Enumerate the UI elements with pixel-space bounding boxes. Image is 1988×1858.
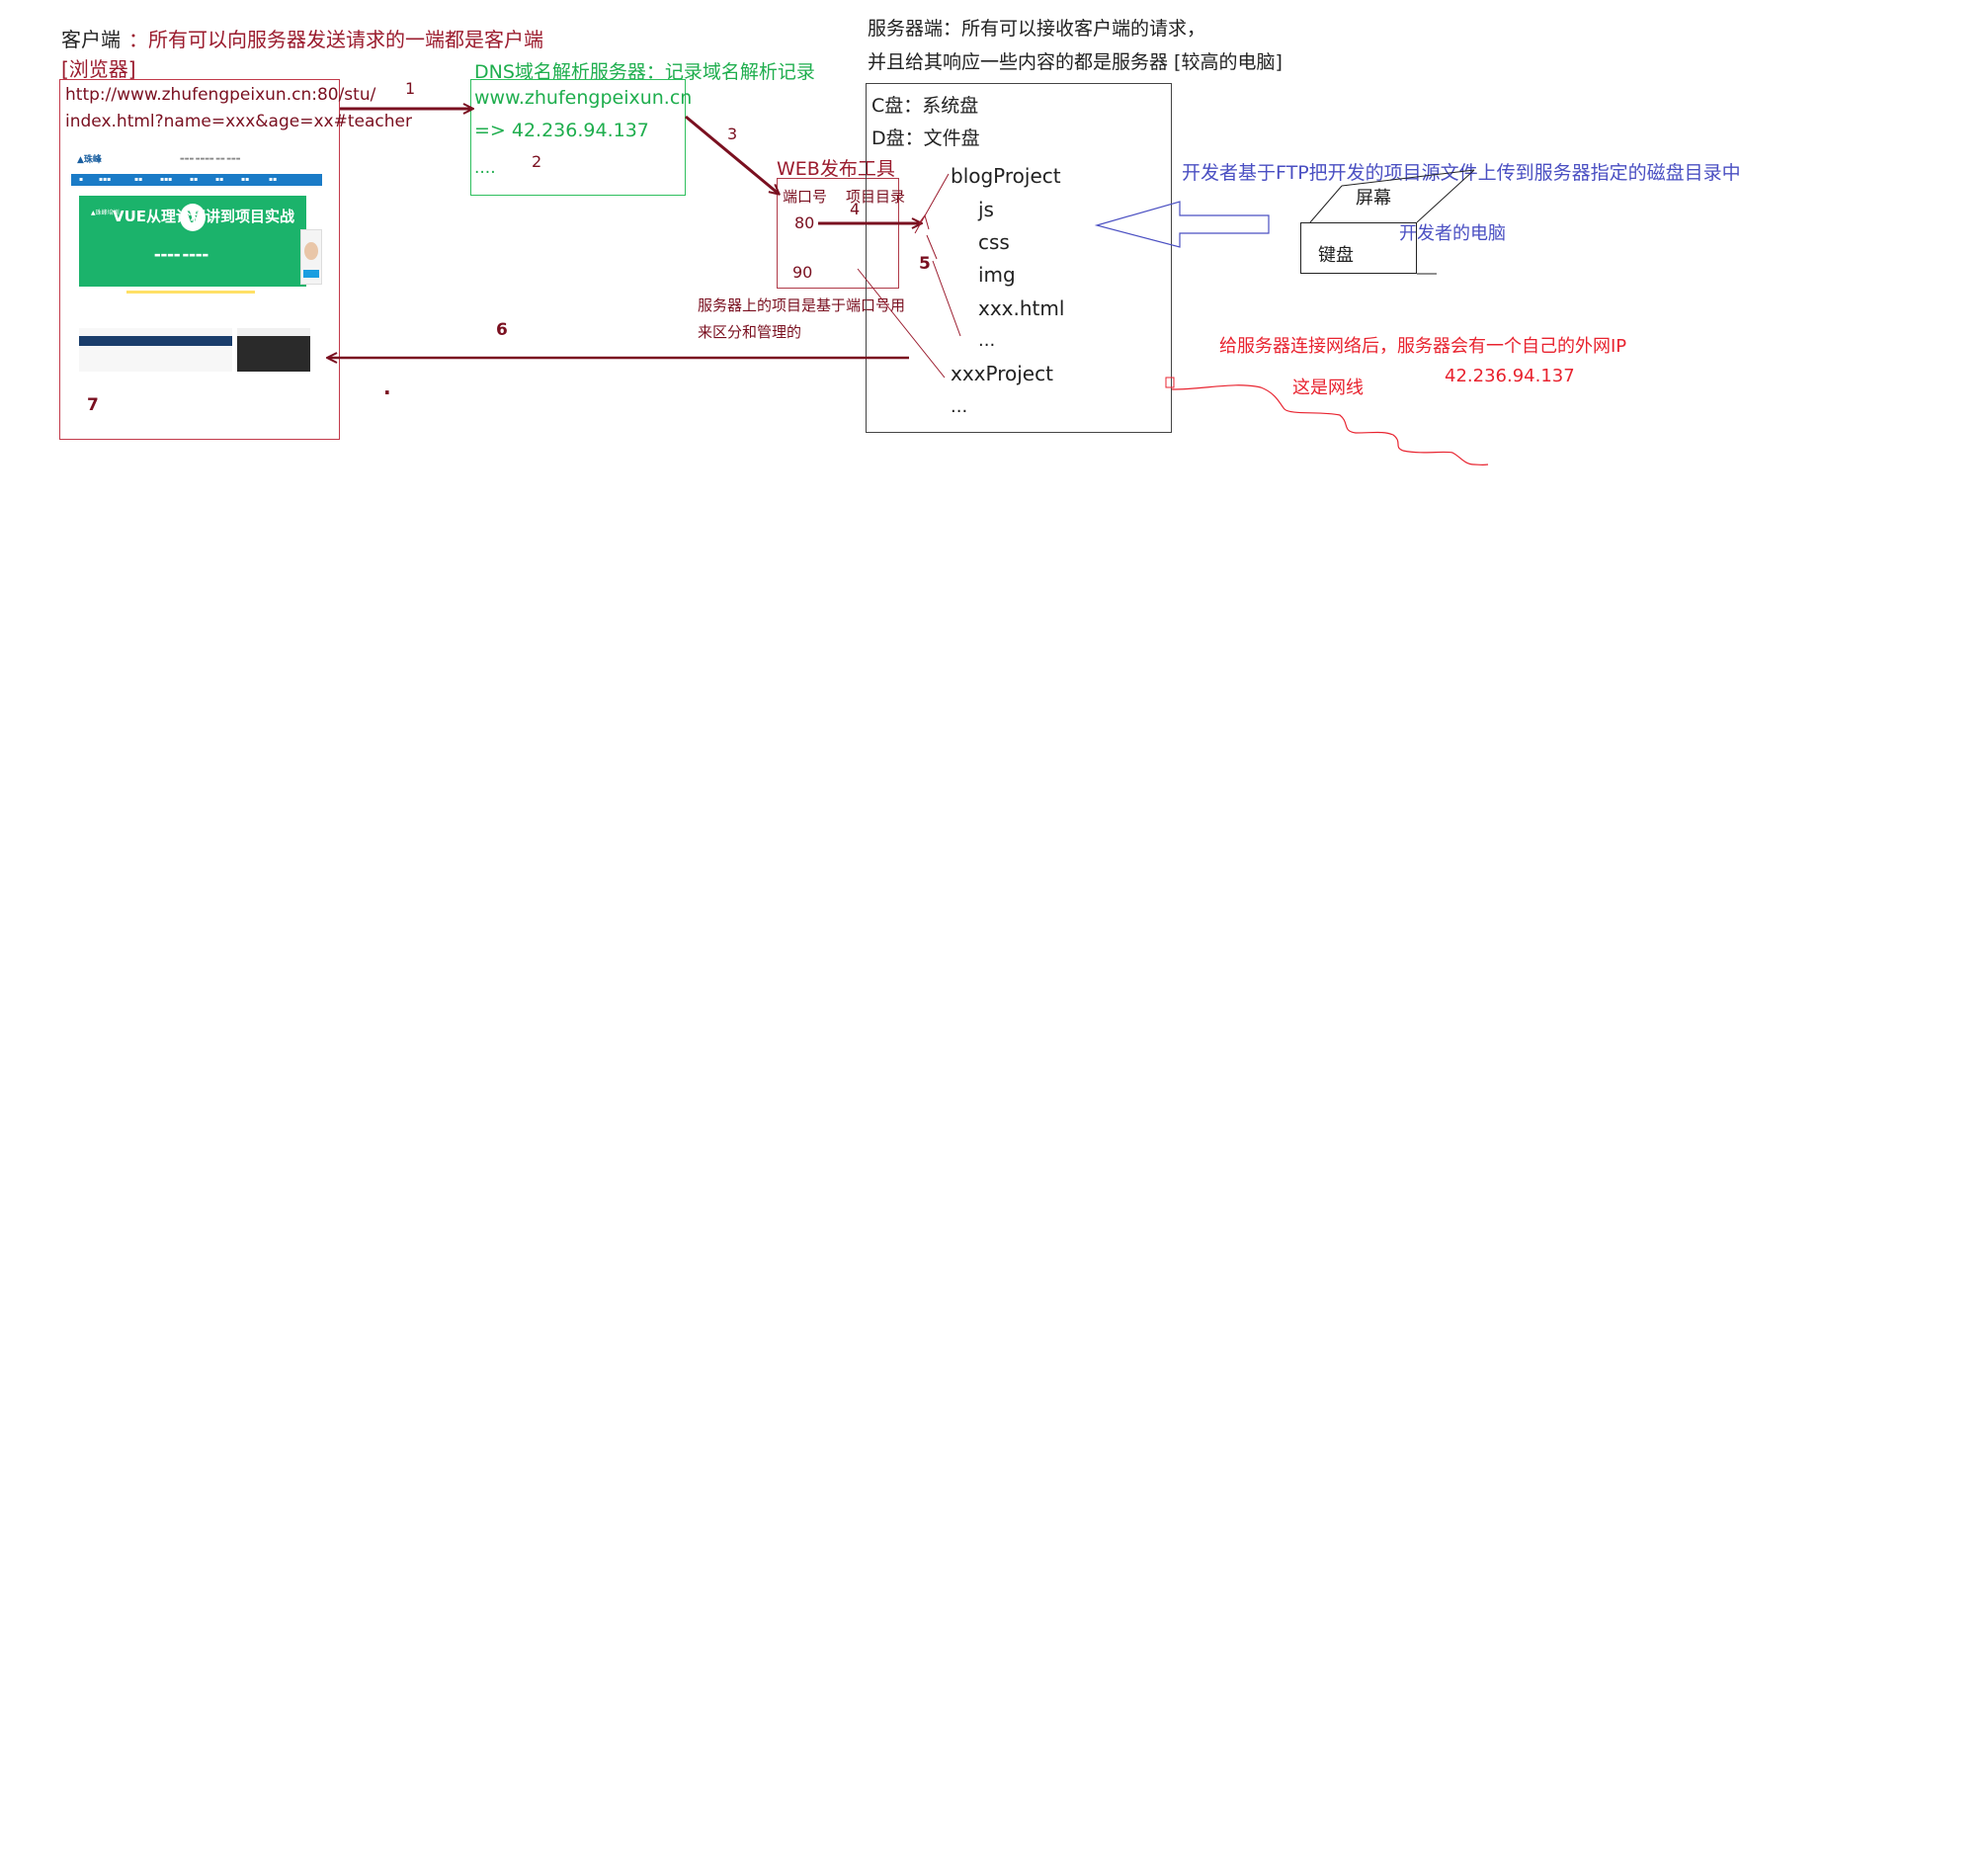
pc-edge-3 [1416,169,1475,223]
site-lower-panel [79,328,232,372]
step-1: 1 [405,79,416,98]
public-ip: 42.236.94.137 [1445,366,1575,386]
port-column-header: 端口号 [783,188,828,206]
banner-highlight [126,291,255,294]
banner-subtitle: ▬▬▬▬ ▬▬▬▬ [154,251,209,259]
keyboard-label: 键盘 [1318,245,1354,266]
dns-domain: www.zhufengpeixun.cn [474,87,693,109]
website-preview: ▲珠峰 ▬▬▬ ▬▬▬▬ ▬▬ ▬▬▬ ▪▪▪▪▪▪▪▪▪▪▪▪▪▪▪▪▪ ▲珠… [71,144,322,374]
step-4: 4 [850,200,861,218]
port80-fan-1 [918,213,930,230]
network-cable [1171,384,1489,466]
web-tool-title: WEB发布工具 [777,158,895,180]
dns-more: .... [474,158,496,178]
dns-ip-record: => 42.236.94.137 [474,120,649,141]
client-description: ：所有可以向服务器发送请求的一端都是客户端 [128,28,543,51]
folder-xxxproject: xxxProject [951,362,1053,385]
folder-js: js [978,198,994,221]
d-drive: D盘：文件盘 [871,127,980,149]
ftp-note: 开发者基于FTP把开发的项目源文件上传到服务器指定的磁盘目录中 [1182,162,1741,184]
site-top-links: ▬▬▬ ▬▬▬▬ ▬▬ ▬▬▬ [180,156,241,162]
tree-ellipsis-1: ... [978,330,996,351]
screen-label: 屏幕 [1356,188,1391,209]
c-drive: C盘：系统盘 [871,95,979,117]
port80-link [914,173,950,234]
dns-box [470,79,686,196]
dns-title: DNS域名解析服务器：记录域名解析记录 [474,61,815,83]
banner-title: VUE从理论精讲到项目实战 [113,208,295,225]
site-side-card [300,229,322,285]
url-line-1: http://www.zhufengpeixun.cn:80/stu/ [65,85,376,105]
step5-link-2 [926,234,938,260]
site-banner: ▲珠峰培训 V [79,196,306,294]
tree-ellipsis-2: ... [951,396,968,417]
site-topbar: ▲珠峰 ▬▬▬ ▬▬▬▬ ▬▬ ▬▬▬ [71,144,322,174]
port-80: 80 [794,213,815,232]
directory-column-header: 项目目录 [846,188,906,206]
server-desc-line-1: 服务器端：所有可以接收客户端的请求， [868,18,1206,40]
site-tab-bar [79,336,232,346]
network-ip-note: 给服务器连接网络后，服务器会有一个自己的外网IP [1219,336,1627,357]
client-title: 客户端 [61,28,121,51]
step-7: 7 [87,395,99,415]
port-note-line-1: 服务器上的项目是基于端口号用 [698,296,906,314]
port-note-line-2: 来区分和管理的 [698,323,802,341]
vue-logo-icon: V [180,204,206,231]
cable-plug [1165,377,1175,388]
pc-edge-2 [1341,169,1475,187]
site-logo: ▲珠峰 [77,155,102,165]
web-tool-box [777,178,899,289]
step-6: 6 [496,320,508,340]
site-video-panel [237,328,310,372]
folder-blogproject: blogProject [951,164,1061,188]
step-5: 5 [919,254,931,274]
port90-link [857,268,946,379]
port-90: 90 [792,263,813,282]
file-xxx-html: xxx.html [978,296,1065,320]
avatar-icon [304,242,318,260]
stray-dot: . [383,376,391,399]
developer-pc-label: 开发者的电脑 [1399,223,1506,244]
folder-img: img [978,263,1016,287]
developer-computer-icon [1300,222,1417,274]
step-3: 3 [727,125,738,143]
cable-label: 这是网线 [1292,378,1364,398]
pc-edge-1 [1309,185,1343,223]
server-box [866,83,1172,433]
arrow-step-3 [685,115,779,194]
banner-brand: ▲珠峰培训 [91,210,120,216]
step-2: 2 [532,152,542,171]
upload-arrow [1094,201,1270,248]
site-navbar: ▪▪▪▪▪▪▪▪▪▪▪▪▪▪▪▪▪ [71,174,322,186]
server-desc-line-2: 并且给其响应一些内容的都是服务器 [较高的电脑] [868,51,1283,73]
browser-label: [浏览器] [61,57,136,81]
folder-css: css [978,230,1010,254]
browser-window [59,79,340,440]
step5-link [932,260,961,337]
url-line-2: index.html?name=xxx&age=xx#teacher [65,112,412,131]
side-button [303,270,319,278]
